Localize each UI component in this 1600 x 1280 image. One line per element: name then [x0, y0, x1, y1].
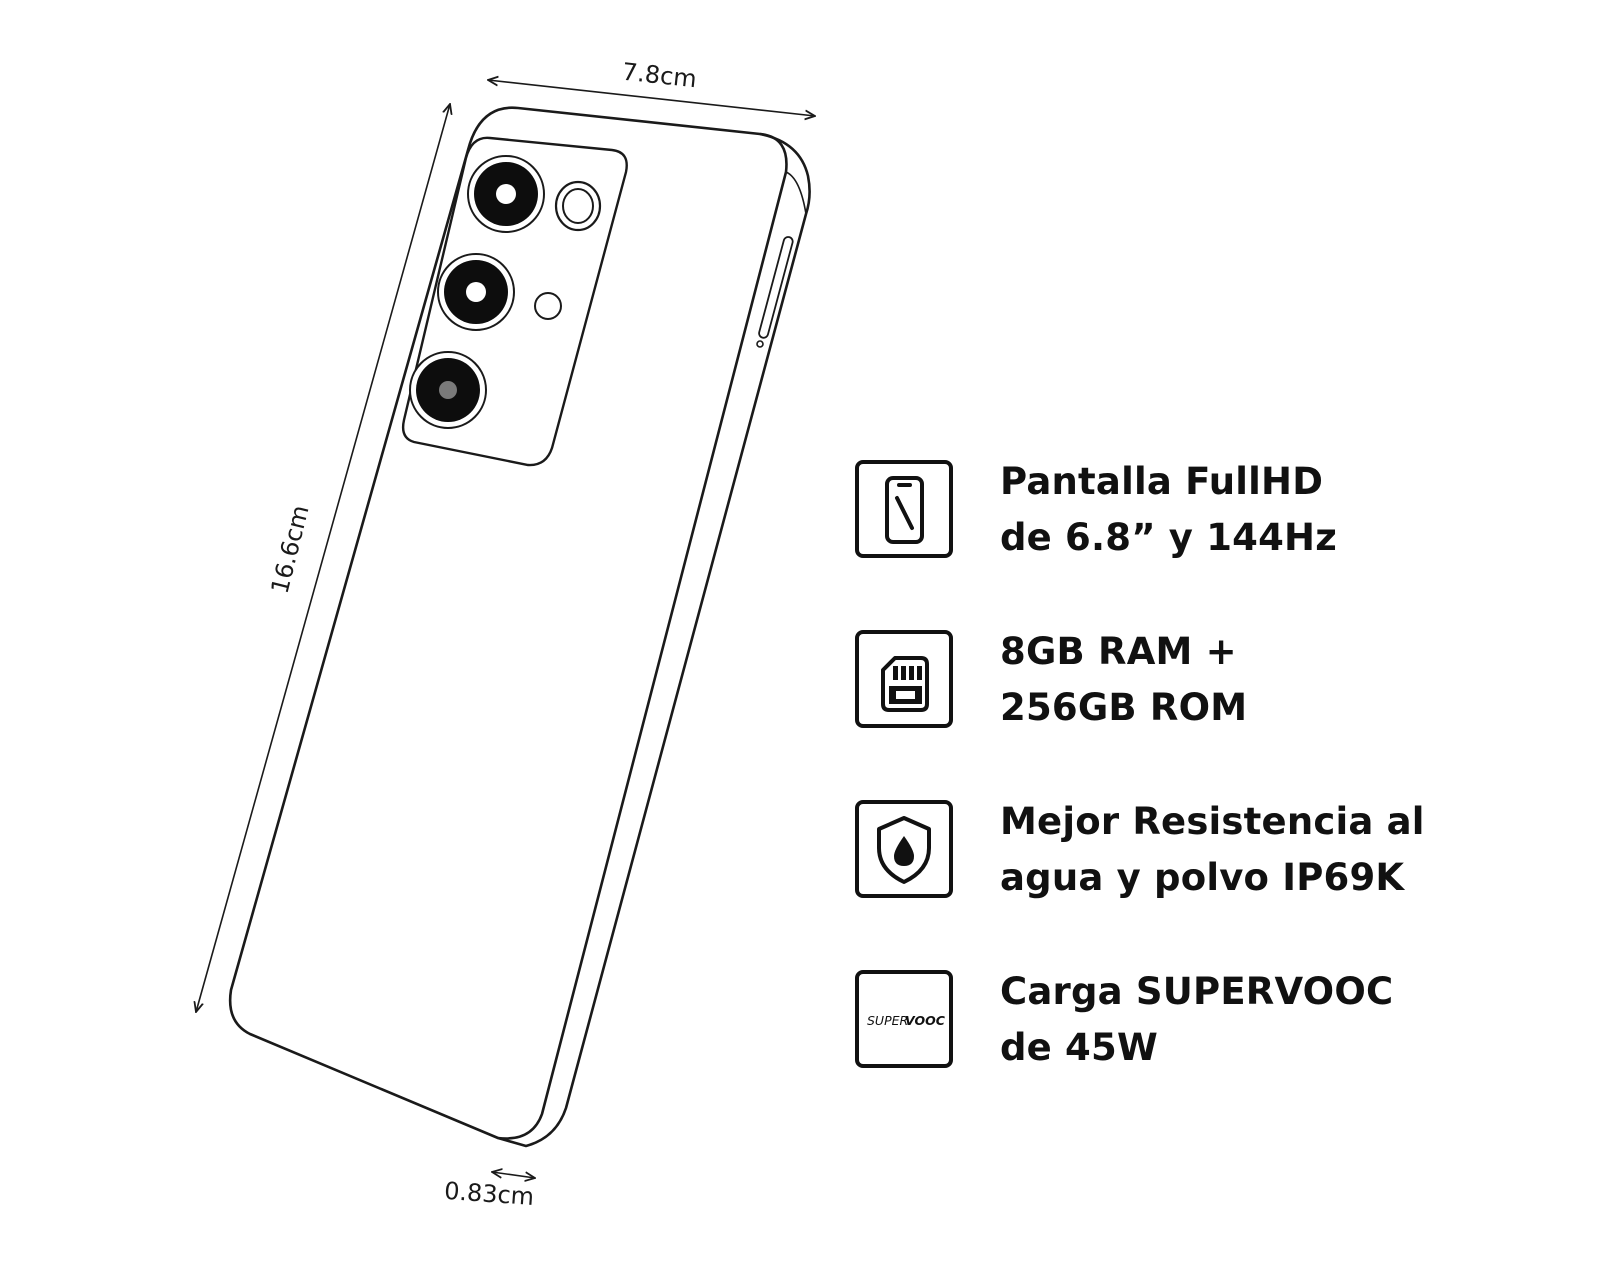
height-dimension-label: 16.6cm: [266, 502, 315, 596]
phone-outline: [228, 106, 811, 1148]
flash-icon: [534, 292, 562, 320]
camera-lens-2: [437, 253, 515, 331]
camera-sensor-ring: [554, 180, 602, 232]
thickness-dimension-arrow: [492, 1172, 535, 1178]
feature-memory-text: 8GB RAM + 256GB ROM: [1000, 624, 1575, 736]
phone-drawing: 7.8cm 16.6cm 0.83cm: [0, 58, 820, 1211]
height-dimension-arrow: [196, 104, 450, 1012]
feature-memory-line1: 8GB RAM +: [1000, 630, 1237, 673]
thickness-dimension-label: 0.83cm: [443, 1177, 535, 1211]
feature-water-resistance-text: Mejor Resistencia al agua y polvo IP69K: [1000, 794, 1575, 906]
feature-water-resistance-line1: Mejor Resistencia al: [1000, 800, 1425, 843]
feature-display-line2: de 6.8” y 144Hz: [1000, 516, 1337, 559]
width-dimension-label: 7.8cm: [621, 58, 698, 94]
feature-water-resistance: Mejor Resistencia al agua y polvo IP69K: [855, 800, 1575, 910]
supervooc-logo-vooc: VOOC: [905, 1013, 946, 1028]
feature-memory: 8GB RAM + 256GB ROM: [855, 630, 1575, 740]
feature-charging-text: Carga SUPERVOOC de 45W: [1000, 964, 1575, 1076]
camera-lens-1: [467, 155, 545, 233]
supervooc-logo-super: SUPER: [867, 1013, 908, 1028]
feature-display: Pantalla FullHD de 6.8” y 144Hz: [855, 460, 1575, 570]
feature-display-text: Pantalla FullHD de 6.8” y 144Hz: [1000, 454, 1575, 566]
feature-charging-line1: Carga SUPERVOOC: [1000, 970, 1394, 1013]
feature-charging: SUPER VOOC Carga SUPERVOOC de 45W: [855, 970, 1575, 1080]
feature-display-line1: Pantalla FullHD: [1000, 460, 1324, 503]
supervooc-logo-icon: SUPER VOOC: [855, 970, 953, 1068]
feature-memory-line2: 256GB ROM: [1000, 686, 1248, 729]
water-shield-icon: [855, 800, 953, 898]
memory-card-icon: [855, 630, 953, 728]
feature-charging-line2: de 45W: [1000, 1026, 1158, 1069]
phone-screen-icon: [855, 460, 953, 558]
camera-module: [401, 136, 628, 467]
camera-lens-3: [409, 351, 487, 429]
feature-water-resistance-line2: agua y polvo IP69K: [1000, 856, 1405, 899]
width-dimension-arrow: [488, 80, 815, 116]
